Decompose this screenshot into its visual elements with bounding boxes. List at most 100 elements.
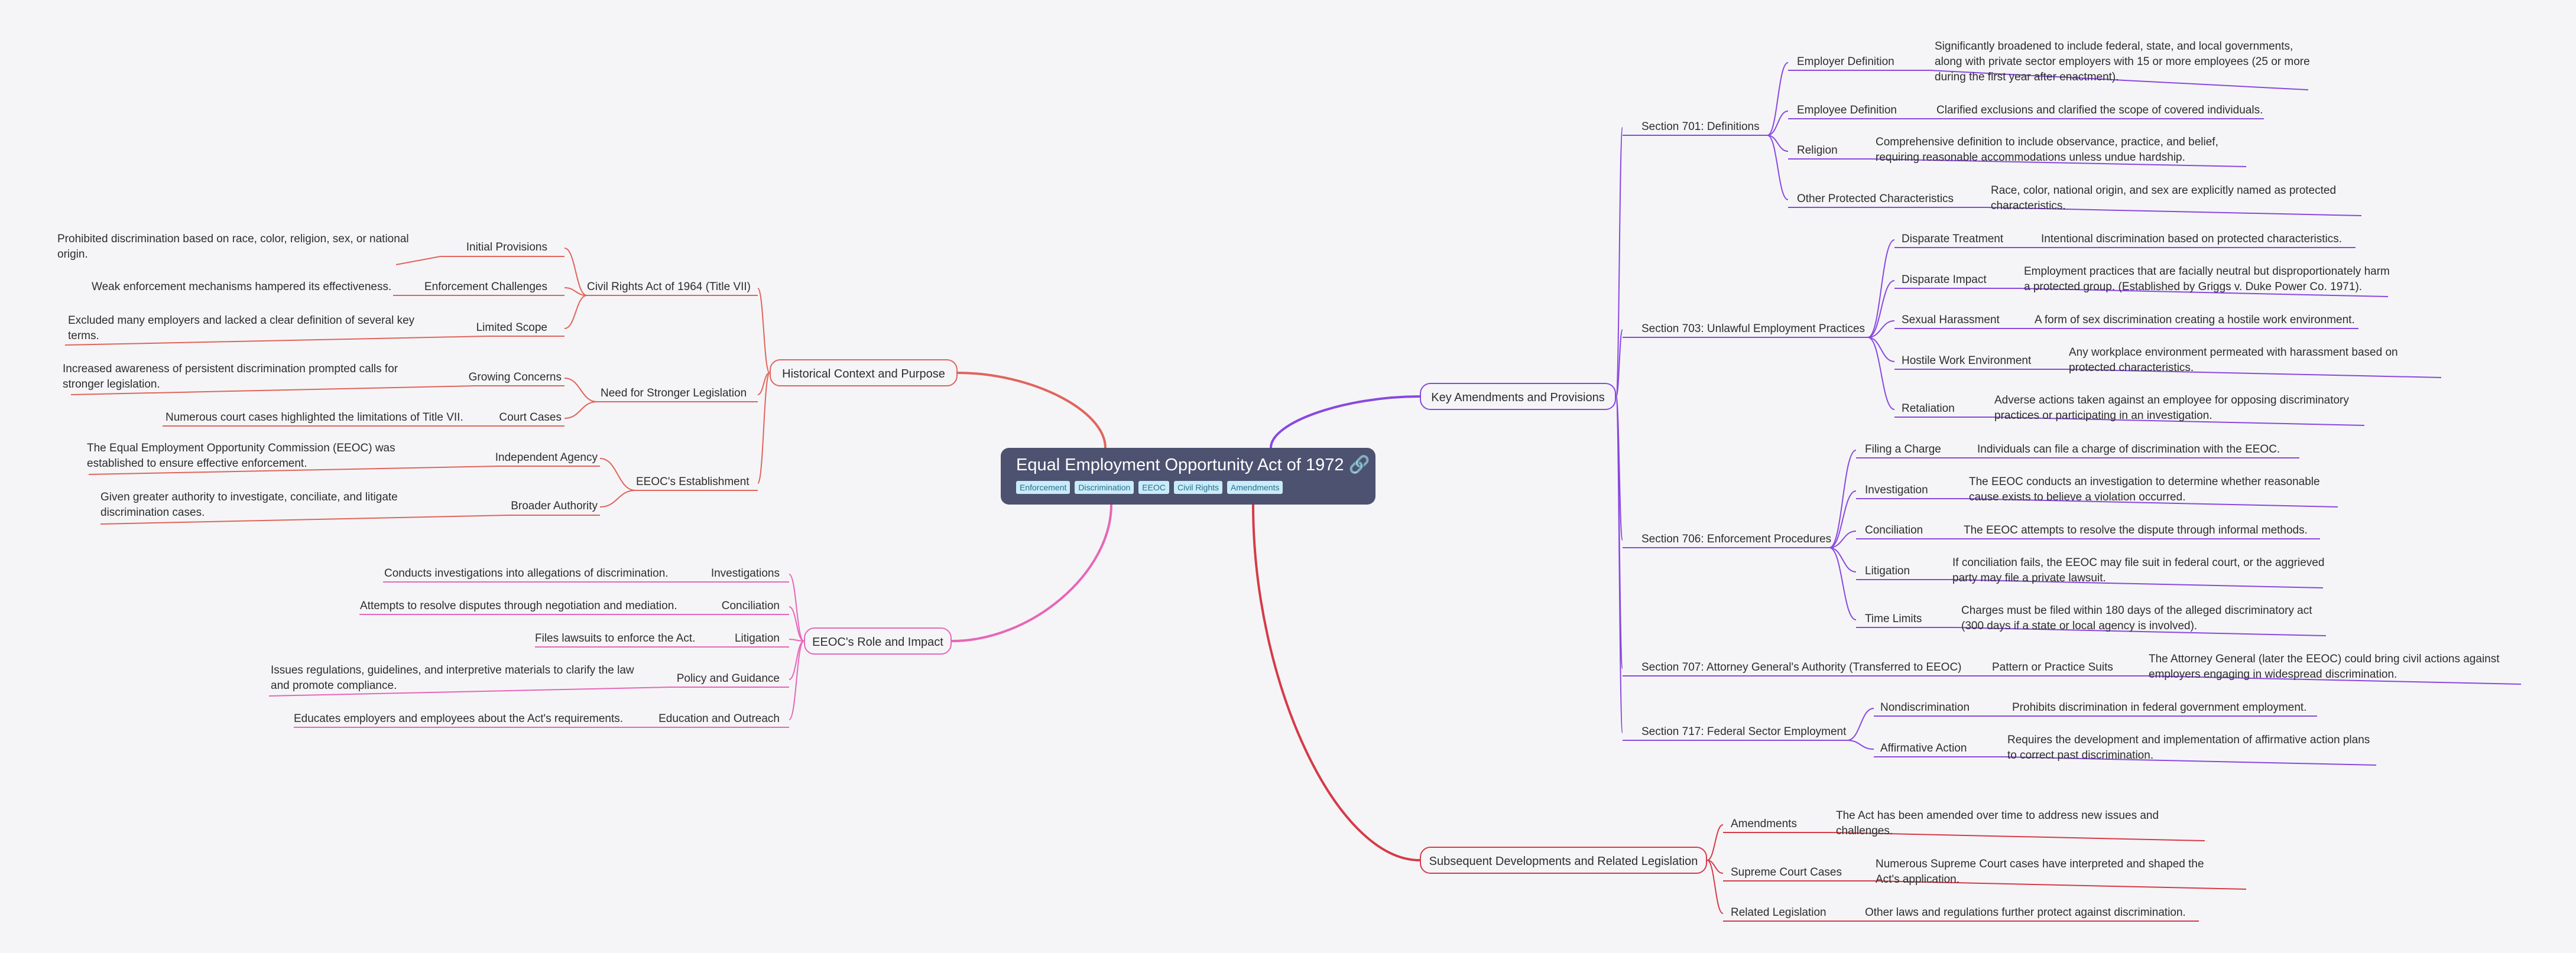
note-investigation: The EEOC conducts an investigation to de… xyxy=(1969,476,2320,503)
node-disparate-impact[interactable]: Disparate Impact xyxy=(1902,274,1987,286)
node-section-703[interactable]: Section 703: Unlawful Employment Practic… xyxy=(1641,323,1866,335)
tag[interactable]: EEOC xyxy=(1138,481,1169,494)
root-link-historical xyxy=(957,372,1107,448)
underline xyxy=(1832,832,2205,841)
connector xyxy=(1767,135,1789,200)
connector xyxy=(789,639,804,642)
note-broader-authority: Given greater authority to investigate, … xyxy=(100,491,398,519)
note-affirmative-action: Requires the development and implementat… xyxy=(2007,734,2370,762)
underline xyxy=(2018,288,2389,297)
connector xyxy=(1867,337,1895,362)
underline xyxy=(2145,675,2522,685)
underline xyxy=(1950,579,2324,588)
connector xyxy=(1847,740,1874,750)
node-filing-charge[interactable]: Filing a Charge xyxy=(1865,443,1941,456)
connector xyxy=(1829,490,1857,548)
node-hostile-work-environment[interactable]: Hostile Work Environment xyxy=(1902,354,2032,367)
connector xyxy=(1829,531,1857,548)
connector xyxy=(757,288,770,373)
note-pattern-practice: The Attorney General (later the EEOC) co… xyxy=(2149,653,2500,681)
node-affirmative-action[interactable]: Affirmative Action xyxy=(1880,742,1967,754)
connector xyxy=(1615,127,1623,397)
note-retaliation: Adverse actions taken against an employe… xyxy=(1994,394,2349,422)
note-education-outreach: Educates employers and employees about t… xyxy=(294,713,624,725)
node-litigation-706[interactable]: Litigation xyxy=(1865,565,1910,577)
node-growing-concerns[interactable]: Growing Concerns xyxy=(468,371,562,383)
note-litigation-706: If conciliation fails, the EEOC may file… xyxy=(1952,557,2325,584)
note-religion: Comprehensive definition to include obse… xyxy=(1876,136,2218,164)
tag[interactable]: Amendments xyxy=(1227,481,1283,494)
connector xyxy=(1829,547,1857,573)
node-conciliation-706[interactable]: Conciliation xyxy=(1865,524,1923,536)
note-employer-definition: Significantly broadened to include feder… xyxy=(1935,40,2310,83)
note-employee-definition: Clarified exclusions and clarified the s… xyxy=(1936,104,2263,116)
node-education-outreach[interactable]: Education and Outreach xyxy=(658,713,780,725)
underline xyxy=(1965,498,2338,508)
node-supreme-court-cases[interactable]: Supreme Court Cases xyxy=(1731,866,1842,879)
underline xyxy=(395,256,441,265)
note-litigation: Files lawsuits to enforce the Act. xyxy=(535,632,696,645)
connector xyxy=(789,574,804,642)
connector xyxy=(789,640,804,720)
node-time-limits[interactable]: Time Limits xyxy=(1865,613,1922,625)
node-broader-authority[interactable]: Broader Authority xyxy=(511,500,598,512)
connector xyxy=(789,640,804,680)
connector xyxy=(564,248,588,296)
note-conciliation-706: The EEOC attempts to resolve the dispute… xyxy=(1964,524,2308,536)
connector xyxy=(1867,320,1895,338)
branch-historical-context[interactable]: Historical Context and Purpose xyxy=(770,359,958,386)
underline xyxy=(1873,880,2247,890)
node-need-stronger-legislation[interactable]: Need for Stronger Legislation xyxy=(601,387,747,399)
note-disparate-treatment: Intentional discrimination based on prot… xyxy=(2041,233,2343,245)
node-employee-definition[interactable]: Employee Definition xyxy=(1797,104,1897,116)
node-sexual-harassment[interactable]: Sexual Harassment xyxy=(1902,314,2000,326)
node-nondiscrimination[interactable]: Nondiscrimination xyxy=(1880,701,1970,714)
note-related-legislation: Other laws and regulations further prote… xyxy=(1865,906,2186,919)
connector xyxy=(1767,110,1789,136)
node-independent-agency[interactable]: Independent Agency xyxy=(495,451,598,464)
node-enforcement-challenges[interactable]: Enforcement Challenges xyxy=(424,281,547,293)
note-policy-guidance: Issues regulations, guidelines, and inte… xyxy=(271,664,634,692)
node-limited-scope[interactable]: Limited Scope xyxy=(476,321,547,334)
note-growing-concerns: Increased awareness of persistent discri… xyxy=(63,363,398,391)
node-eeoc-establishment[interactable]: EEOC's Establishment xyxy=(636,476,750,488)
node-section-717[interactable]: Section 717: Federal Sector Employment xyxy=(1641,726,1847,738)
connector xyxy=(1615,329,1623,397)
node-other-protected[interactable]: Other Protected Characteristics xyxy=(1797,193,1954,205)
node-civil-rights-act[interactable]: Civil Rights Act of 1964 (Title VII) xyxy=(587,281,751,293)
node-employer-definition[interactable]: Employer Definition xyxy=(1797,56,1894,68)
connector xyxy=(564,378,598,402)
note-disparate-impact: Employment practices that are facially n… xyxy=(2024,265,2390,293)
node-related-legislation[interactable]: Related Legislation xyxy=(1731,906,1826,919)
underline xyxy=(88,466,500,475)
node-court-cases[interactable]: Court Cases xyxy=(499,411,562,424)
connector xyxy=(1867,239,1895,338)
note-investigations: Conducts investigations into allegations… xyxy=(384,567,669,580)
node-retaliation[interactable]: Retaliation xyxy=(1902,402,1955,415)
node-religion[interactable]: Religion xyxy=(1797,144,1838,157)
node-litigation[interactable]: Litigation xyxy=(734,632,780,645)
tag[interactable]: Discrimination xyxy=(1075,481,1134,494)
note-filing-charge: Individuals can file a charge of discrim… xyxy=(1977,443,2280,456)
root-topic[interactable]: Equal Employment Opportunity Act of 1972… xyxy=(1001,448,1375,505)
note-sexual-harassment: A form of sex discrimination creating a … xyxy=(2035,314,2355,326)
connector xyxy=(757,372,770,395)
node-section-707[interactable]: Section 707: Attorney General's Authorit… xyxy=(1641,661,1962,674)
tag[interactable]: Civil Rights xyxy=(1173,481,1222,494)
node-section-701[interactable]: Section 701: Definitions xyxy=(1641,121,1760,133)
node-initial-provisions[interactable]: Initial Provisions xyxy=(466,241,547,253)
node-pattern-practice[interactable]: Pattern or Practice Suits xyxy=(1992,661,2113,674)
node-investigations[interactable]: Investigations xyxy=(710,567,780,580)
branch-subsequent-developments[interactable]: Subsequent Developments and Related Legi… xyxy=(1420,847,1707,874)
connector xyxy=(1615,396,1623,733)
note-enforcement-challenges: Weak enforcement mechanisms hampered its… xyxy=(92,281,392,293)
node-amendments[interactable]: Amendments xyxy=(1731,818,1797,830)
node-policy-guidance[interactable]: Policy and Guidance xyxy=(676,672,780,685)
branch-eeoc-role[interactable]: EEOC's Role and Impact xyxy=(804,627,952,655)
node-disparate-treatment[interactable]: Disparate Treatment xyxy=(1902,233,2004,245)
tag[interactable]: Enforcement xyxy=(1016,481,1070,494)
node-section-706[interactable]: Section 706: Enforcement Procedures xyxy=(1641,533,1832,545)
node-conciliation[interactable]: Conciliation xyxy=(721,600,780,612)
branch-key-amendments[interactable]: Key Amendments and Provisions xyxy=(1420,383,1616,410)
node-investigation[interactable]: Investigation xyxy=(1865,484,1928,496)
